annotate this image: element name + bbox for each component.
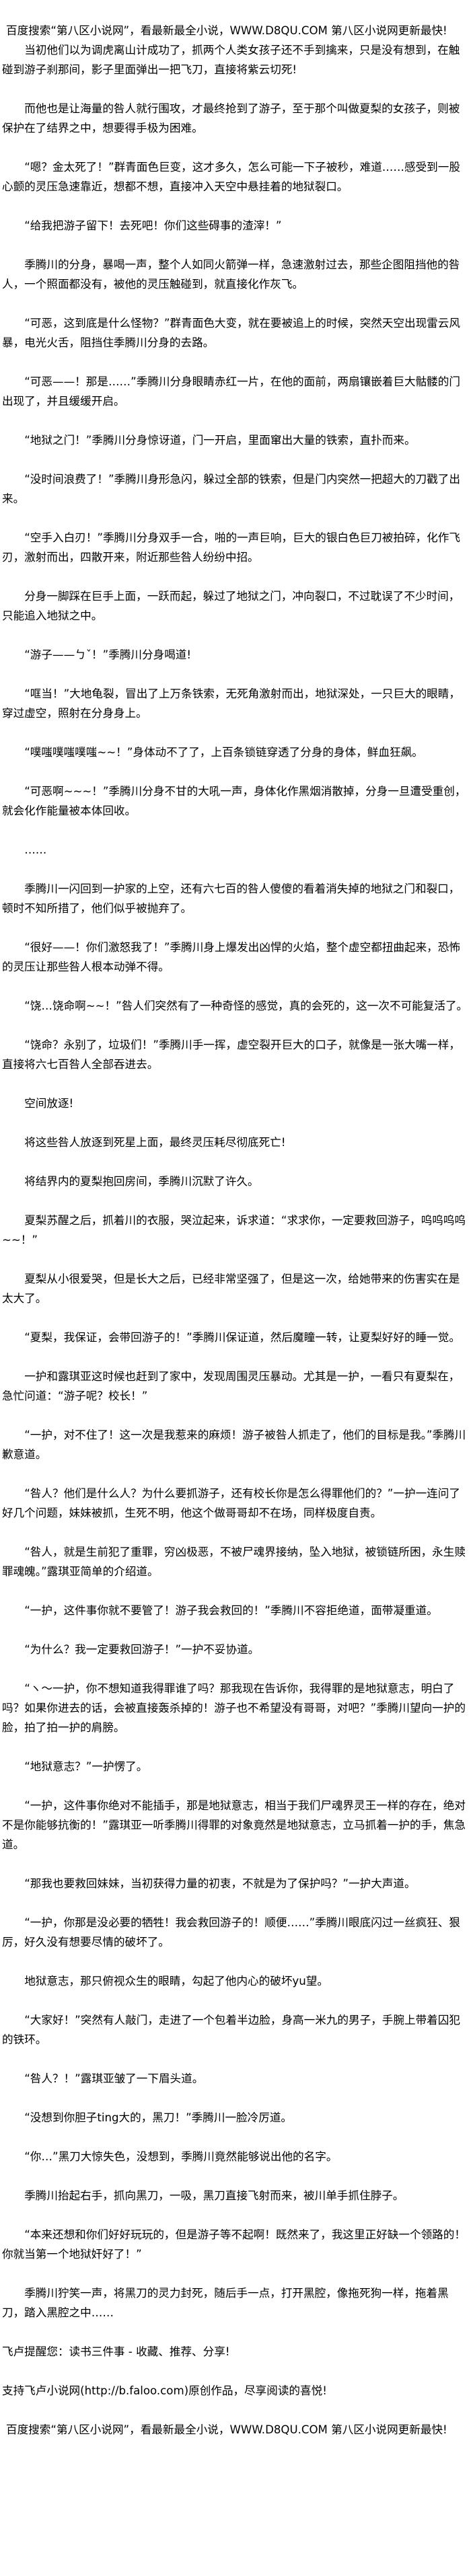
footer-notes: 飞卢提醒您：读书三件事 - 收藏、推荐、分享! 支持飞卢小说网(http://b.…	[2, 2342, 470, 2400]
story-paragraph: “一护，你那是没必要的牺牲！我会救回游子的！顺便……”季腾川眼底闪过一丝疯狂、狠…	[2, 1916, 460, 1948]
story-paragraph: “可恶——！那是……”季腾川分身眼睛赤红一片，在他的面前，两扇镶嵌着巨大骷髅的门…	[2, 375, 460, 408]
footer-note: 支持飞卢小说网(http://b.faloo.com)原创作品，尽享阅读的喜悦!	[2, 2384, 327, 2397]
story-paragraph: ……	[24, 843, 47, 856]
story-paragraph: “一护，这件事你就不要管了！游子我会救回的！”季腾川不容拒绝道，面带凝重道。	[24, 1604, 438, 1617]
story-paragraph: “很好——！你们激怒我了！”季腾川身上爆发出凶悍的火焰，整个虚空都扭曲起来，恐怖…	[2, 941, 460, 973]
story-paragraph: 夏梨从小很爱哭，但是长大之后，已经非常坚强了，但是这一次，给她带来的伤害实在是太…	[2, 1273, 460, 1305]
story-paragraph: 季腾川的分身，暴喝一声，整个人如同火箭弹一样，急速激射过去，那些企图阻挡他的咎人…	[2, 258, 460, 291]
chapter-body: 当初他们以为调虎离山计成功了，抓两个人类女孩子还不手到擒来，只是没有想到，在触碰…	[2, 40, 470, 2322]
story-paragraph: “嗯？金太死了！”群青面色巨变，这才多久，怎么可能一下子被秒，难道……感受到一股…	[2, 161, 460, 193]
story-paragraph: “地狱意志？”一护愣了。	[24, 1760, 148, 1773]
story-paragraph: “没时间浪费了！”季腾川身形急闪，躲过全部的铁索，但是门内突然一把超大的刀戳了出…	[2, 473, 460, 505]
story-paragraph: 夏梨苏醒之后，抓着川的衣服，哭泣起来，诉求道：“求求你，一定要救回游子，呜呜呜呜…	[2, 1214, 466, 1246]
story-paragraph: 分身一脚踩在巨手上面，一跃而起，躲过了地狱之门，冲向裂口，不过耽误了不少时间，只…	[2, 590, 460, 622]
story-paragraph: “你…”黑刀大惊失色，没想到，季腾川竟然能够说出他的名字。	[24, 2150, 338, 2163]
story-paragraph: “哐当！”大地龟裂，冒出了上万条铁索，无死角激射而出，地狱深处，一只巨大的眼睛，…	[2, 687, 460, 720]
story-paragraph: 空间放逐!	[24, 1097, 74, 1110]
story-paragraph: “饶命？永别了，垃圾们！”季腾川手一挥，虚空裂开巨大的口子，就像是一张大嘴一样，…	[2, 1038, 460, 1071]
story-paragraph: “饶…饶命啊~~！”咎人们突然有了一种奇怪的感觉，真的会死的，这一次不可能复活了…	[24, 999, 468, 1012]
story-paragraph: “本来还想和你们好好玩玩的，但是游子等不起啊！既然来了，我这里正好缺一个领路的！…	[2, 2228, 466, 2261]
story-paragraph: 一护和露琪亚这时候也赶到了家中，发现周围灵压暴动。尤其是一护，一看只有夏梨在，急…	[2, 1370, 460, 1402]
bottom-site-banner: 百度搜索“第八区小说网”，看最新最全小说，WWW.D8QU.COM 第八区小说网…	[6, 2423, 447, 2436]
story-paragraph: “咎人？！”露琪亚皱了一下眉头道。	[24, 2072, 204, 2085]
story-paragraph: “一护，对不住了！这一次是我惹来的麻烦！游子被咎人抓走了，他们的目标是我。”季腾…	[2, 1429, 466, 1461]
story-paragraph: “地狱之门！”季腾川分身惊讶道，门一开启，里面窜出大量的铁索，直扑而来。	[24, 434, 416, 447]
story-paragraph: 地狱意志，那只俯视众生的眼睛，勾起了他内心的破坏yu望。	[24, 1975, 328, 1987]
story-paragraph: “可恶，这到底是什么怪物？”群青面色大变，就在要被追上的时候，突然天空出现雷云风…	[2, 317, 460, 349]
story-paragraph: “噗嗤噗嗤噗嗤~~！”身体动不了了，上百条锁链穿透了分身的身体，鲜血狂飙。	[24, 746, 423, 759]
story-paragraph: 将结界内的夏梨抱回房间，季腾川沉默了许久。	[24, 1175, 259, 1188]
story-paragraph: “空手入白刃！”季腾川分身双手一合，啪的一声巨响，巨大的银白色巨刀被拍碎，化作飞…	[2, 531, 460, 564]
story-paragraph: “可恶啊~~~！”季腾川分身不甘的大吼一声，身体化作黑烟消散掉，分身一旦遭受重创…	[2, 785, 466, 817]
story-paragraph: “一护，这件事你绝对不能插手，那是地狱意志，相当于我们尸魂界灵王一样的存在，绝对…	[2, 1799, 466, 1851]
story-paragraph: 当初他们以为调虎离山计成功了，抓两个人类女孩子还不手到擒来，只是没有想到，在触碰…	[2, 44, 460, 76]
story-paragraph: 将这些咎人放逐到死星上面，最终灵压耗尽彻底死亡!	[24, 1136, 286, 1149]
story-paragraph: “大家好！”突然有人敲门，走进了一个包着半边脸，身高一米九的男子，手腕上带着囚犯…	[2, 2014, 460, 2046]
story-paragraph: “ヽ～一护，你不想知道我得罪谁了吗？那我现在告诉你，我得罪的是地狱意志，明白了吗…	[2, 1682, 466, 1734]
story-paragraph: 季腾川狞笑一声，将黑刀的灵力封死，随后手一点，打开黑腔，像拖死狗一样，拖着黑刀，…	[2, 2287, 449, 2319]
footer-note: 飞卢提醒您：读书三件事 - 收藏、推荐、分享!	[2, 2345, 230, 2358]
story-paragraph: “咎人？他们是什么人？为什么要抓游子，还有校长你是怎么得罪他们的？”一护一连问了…	[2, 1487, 460, 1519]
story-paragraph: “夏梨，我保证，会带回游子的！”季腾川保证道，然后魔瞳一转，让夏梨好好的睡一觉。	[24, 1331, 460, 1344]
story-paragraph: 而他也是让海量的咎人就行围攻，才最终抢到了游子，至于那个叫做夏梨的女孩子，则被保…	[2, 102, 460, 135]
story-paragraph: “游子——ㄅˇ！”季腾川分身喝道!	[24, 648, 192, 661]
story-paragraph: “咎人，就是生前犯了重罪，穷凶极恶，不被尸魂界接纳，坠入地狱，被锁链所困，永生赎…	[2, 1546, 466, 1578]
story-paragraph: “那我也要救回妹妹，当初获得力量的初衷，不就是为了保护吗？”一护大声道。	[24, 1877, 416, 1890]
story-paragraph: “给我把游子留下！去死吧！你们这些碍事的渣滓！”	[24, 219, 282, 232]
story-paragraph: 季腾川抬起右手，抓向黑刀，一吸，黑刀直接飞射而来，被川单手抓住脖子。	[24, 2189, 404, 2202]
story-paragraph: “没想到你胆子ting大的，黑刀！”季腾川一脸冷厉道。	[24, 2111, 293, 2124]
story-paragraph: 季腾川一闪回到一护家的上空，还有六七百的咎人傻傻的看着消失掉的地狱之门和裂口，顿…	[2, 882, 460, 915]
story-paragraph: “为什么？我一定要救回游子！”一护不妥协道。	[24, 1643, 260, 1656]
top-site-banner: 百度搜索“第八区小说网”，看最新最全小说，WWW.D8QU.COM 第八区小说网…	[6, 24, 447, 37]
chapter-page: 百度搜索“第八区小说网”，看最新最全小说，WWW.D8QU.COM 第八区小说网…	[2, 24, 470, 2436]
